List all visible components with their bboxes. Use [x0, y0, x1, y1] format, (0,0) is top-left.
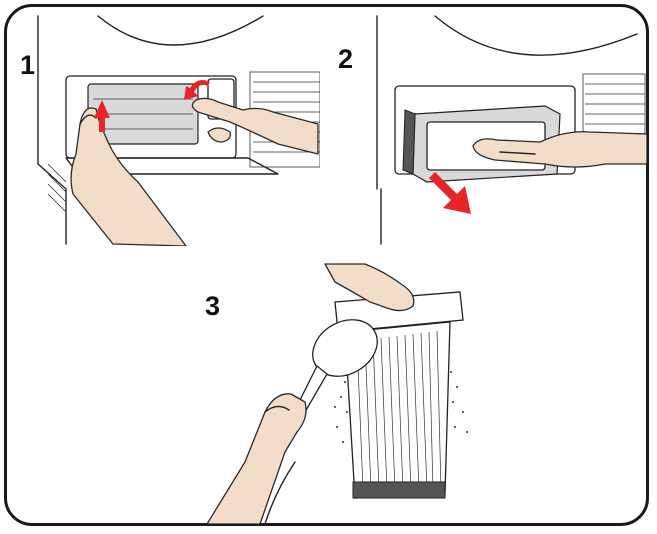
step1-right-hand: [191, 97, 319, 155]
step1-side-grill: [47, 163, 67, 213]
step3-illustration: [206, 263, 468, 524]
step1-arrow-curve-icon: [184, 80, 210, 100]
step3-bottom-hand: [206, 393, 307, 524]
step2-arrow-pull-icon: [429, 172, 471, 214]
step-number-3: 3: [205, 291, 221, 321]
step3-hose: [264, 461, 296, 524]
step-number-1: 1: [20, 50, 36, 80]
step2-door-arc: [434, 15, 638, 56]
step1-door-arc: [97, 15, 264, 46]
step1-machine-edge: [37, 15, 67, 190]
step3-water-spray: [334, 371, 468, 443]
step1-arrow-up-icon: [94, 100, 110, 132]
step1-left-hand: [70, 107, 187, 246]
step1-illustration: [37, 15, 320, 246]
step2-illustration: [376, 15, 647, 245]
step3-top-hand: [324, 263, 415, 312]
step2-hand: [472, 131, 647, 168]
step-number-2: 2: [338, 44, 354, 74]
